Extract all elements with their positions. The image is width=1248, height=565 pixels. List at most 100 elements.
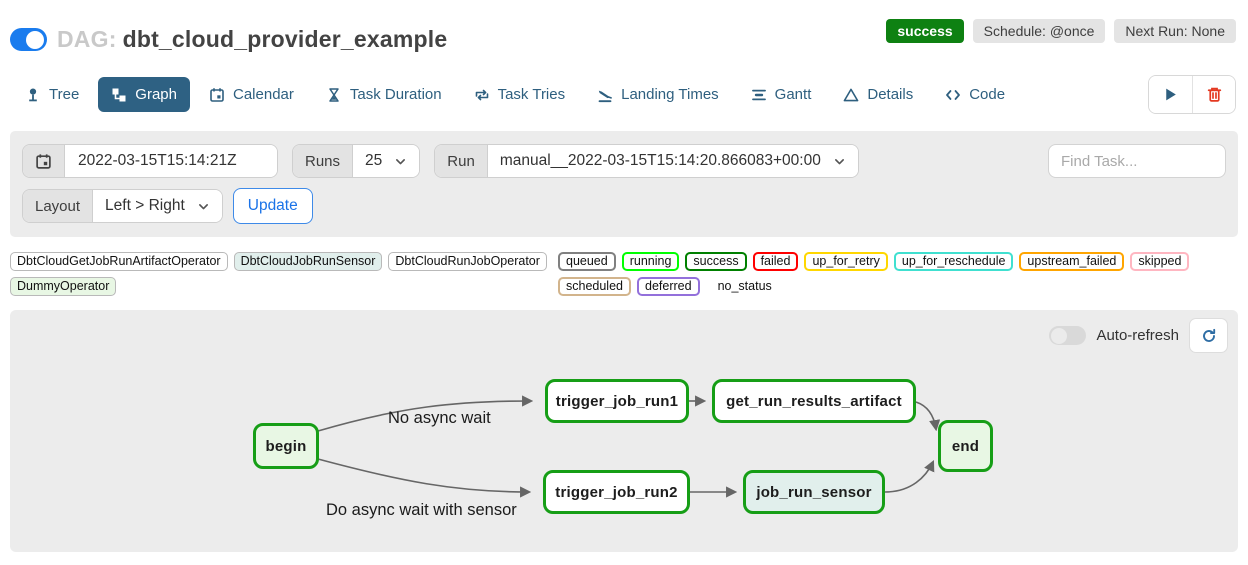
node-end[interactable]: end <box>938 420 993 472</box>
code-icon <box>945 87 961 103</box>
chevron-down-icon <box>394 155 407 168</box>
base-date-group <box>22 144 278 178</box>
status-legend-scheduled: scheduled <box>558 277 631 296</box>
repeat-icon <box>474 87 490 103</box>
filter-row-1: Runs 25 Run manual__2022-03-15T15:14:20.… <box>22 144 1226 178</box>
tab-task-duration[interactable]: Task Duration <box>313 77 455 112</box>
num-runs-value: 25 <box>365 152 383 169</box>
triangle-icon <box>843 87 859 103</box>
layout-group: Layout Left > Right <box>22 189 223 223</box>
status-legend-skipped: skipped <box>1130 252 1190 271</box>
tab-details[interactable]: Details <box>830 77 926 112</box>
calendar-addon[interactable] <box>23 145 65 177</box>
operator-legend: DbtCloudGetJobRunArtifactOperator DbtClou… <box>10 252 558 296</box>
chevron-down-icon <box>833 155 846 168</box>
schedule-badge: Schedule: @once <box>972 19 1106 43</box>
refresh-icon <box>1201 328 1217 344</box>
status-legend-no_status: no_status <box>717 279 772 293</box>
calendar-icon <box>209 87 225 103</box>
tab-code[interactable]: Code <box>932 77 1018 112</box>
layout-select[interactable]: Left > Right <box>93 190 222 222</box>
tab-label: Task Duration <box>349 86 442 103</box>
tab-graph[interactable]: Graph <box>98 77 190 112</box>
update-button[interactable]: Update <box>232 188 313 224</box>
node-job_run_sensor[interactable]: job_run_sensor <box>743 470 885 514</box>
toggle-knob <box>1051 327 1068 344</box>
page-title: DAG:dbt_cloud_provider_example <box>57 26 447 53</box>
status-legend-upstream_failed: upstream_failed <box>1019 252 1125 271</box>
runs-label: Runs <box>293 145 354 177</box>
layout-label: Layout <box>23 190 94 222</box>
graph-panel: Auto-refresh begin trigger_job_run1 get_ru… <box>10 310 1238 552</box>
operator-legend-badge: DbtCloudGetJobRunArtifactOperator <box>10 252 228 271</box>
status-legend-failed: failed <box>752 252 799 271</box>
tab-label: Code <box>969 86 1006 103</box>
run-group: Run manual__2022-03-15T15:14:20.866083+0… <box>434 144 859 178</box>
node-begin[interactable]: begin <box>253 423 319 469</box>
tab-label: Details <box>867 86 914 103</box>
layout-value: Left > Right <box>105 197 185 214</box>
toggle-knob <box>26 30 44 49</box>
auto-refresh-label: Auto-refresh <box>1096 327 1179 344</box>
view-tabs-row: Tree Graph Calendar Task Duration Task Tries… <box>0 75 1248 114</box>
auto-refresh-toggle[interactable] <box>1049 326 1087 345</box>
graph-icon <box>111 87 127 103</box>
dag-pause-toggle[interactable] <box>10 28 47 51</box>
view-tabs: Tree Graph Calendar Task Duration Task Tries… <box>12 77 1018 112</box>
filter-panel: Runs 25 Run manual__2022-03-15T15:14:20.… <box>10 131 1238 237</box>
play-icon <box>1162 86 1179 103</box>
tab-label: Gantt <box>774 86 812 103</box>
trash-icon <box>1206 86 1223 103</box>
hourglass-icon <box>326 87 342 103</box>
base-date-input[interactable] <box>65 145 277 177</box>
tab-calendar[interactable]: Calendar <box>196 77 307 112</box>
tab-landing-times[interactable]: Landing Times <box>584 77 732 112</box>
chevron-down-icon <box>197 200 210 213</box>
node-trigger_job_run1[interactable]: trigger_job_run1 <box>545 379 689 423</box>
operator-legend-badge: DbtCloudJobRunSensor <box>233 252 383 271</box>
next-run-badge: Next Run: None <box>1114 19 1236 43</box>
status-legend-queued: queued <box>558 252 616 271</box>
dag-run-value: manual__2022-03-15T15:14:20.866083+00:00 <box>499 152 821 169</box>
calendar-icon <box>35 153 52 170</box>
node-get_run_results_artifact[interactable]: get_run_results_artifact <box>712 379 916 423</box>
filter-row-2: Layout Left > Right Update <box>22 188 1226 224</box>
runs-group: Runs 25 <box>292 144 421 178</box>
status-legend-running: running <box>621 252 680 271</box>
edge-label-async-sensor: Do async wait with sensor <box>326 501 517 519</box>
status-legend-up_for_reschedule: up_for_reschedule <box>893 252 1014 271</box>
legend: DbtCloudGetJobRunArtifactOperator DbtClou… <box>0 252 1248 296</box>
dag-run-select[interactable]: manual__2022-03-15T15:14:20.866083+00:00 <box>487 145 858 177</box>
dag-edges <box>317 395 941 498</box>
status-legend-deferred: deferred <box>637 277 700 296</box>
status-legend-up_for_retry: up_for_retry <box>804 252 888 271</box>
operator-legend-badge: DummyOperator <box>10 277 117 296</box>
tab-task-tries[interactable]: Task Tries <box>461 77 579 112</box>
run-label: Run <box>435 145 488 177</box>
node-trigger_job_run2[interactable]: trigger_job_run2 <box>543 470 690 514</box>
status-badge: success <box>886 19 964 43</box>
dag-name: dbt_cloud_provider_example <box>122 26 448 52</box>
status-legend: queued running success failed up_for_retry up… <box>558 252 1238 296</box>
edge-label-no-async: No async wait <box>388 409 491 427</box>
tab-label: Landing Times <box>621 86 719 103</box>
tree-icon <box>25 87 41 103</box>
operator-legend-badge: DbtCloudRunJobOperator <box>388 252 547 271</box>
gantt-icon <box>751 87 767 103</box>
tab-label: Tree <box>49 86 80 103</box>
num-runs-select[interactable]: 25 <box>353 145 420 177</box>
graph-controls: Auto-refresh <box>1049 318 1228 353</box>
plane-landing-icon <box>597 87 613 103</box>
find-task-input[interactable] <box>1048 144 1226 178</box>
dag-prefix: DAG: <box>57 26 117 52</box>
tab-tree[interactable]: Tree <box>12 77 92 112</box>
tab-label: Graph <box>135 86 177 103</box>
trigger-dag-button[interactable] <box>1149 76 1192 113</box>
tab-label: Calendar <box>233 86 294 103</box>
refresh-button[interactable] <box>1189 318 1228 353</box>
tab-gantt[interactable]: Gantt <box>738 77 825 112</box>
delete-dag-button[interactable] <box>1192 76 1235 113</box>
status-legend-success: success <box>685 252 747 271</box>
dag-action-buttons <box>1148 75 1236 114</box>
tab-label: Task Tries <box>497 86 566 103</box>
